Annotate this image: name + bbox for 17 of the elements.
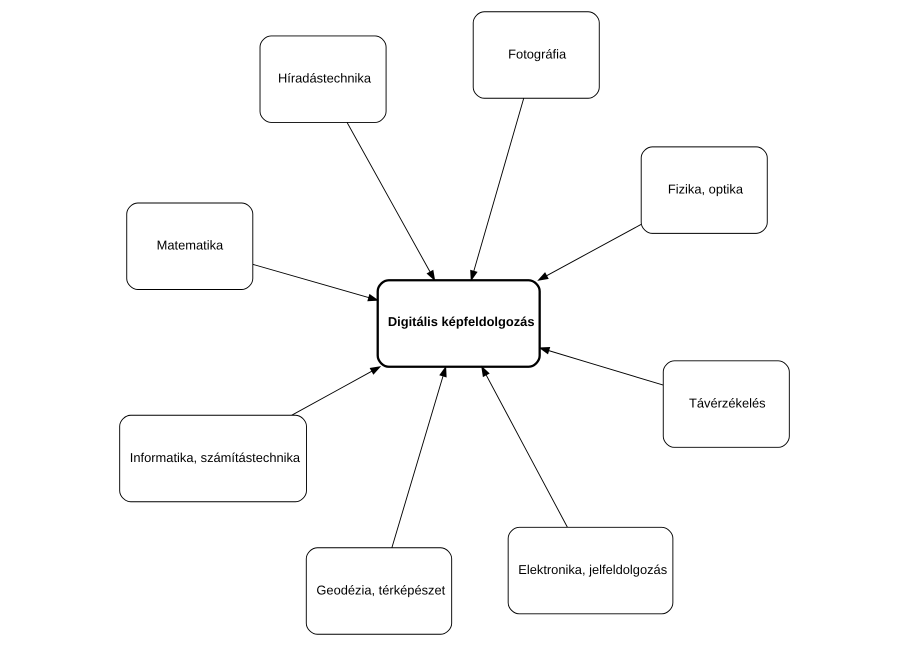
- node-box: Matematika: [126, 202, 254, 290]
- arrow: [291, 366, 382, 416]
- arrow: [391, 366, 447, 548]
- node-box: Fizika, optika: [640, 146, 768, 234]
- node-box: Digitális képfeldolgozás: [376, 279, 541, 368]
- node-box: Informatika, számítástechnika: [119, 414, 307, 502]
- arrow: [538, 347, 664, 386]
- node-box: Híradástechnika: [260, 35, 387, 123]
- node-box: Fotográfia: [472, 11, 600, 99]
- node-box: Távérzékelés: [662, 360, 790, 448]
- arrow: [346, 122, 436, 282]
- arrow: [537, 224, 642, 281]
- node-box: Elektronika, jelfeldolgozás: [508, 526, 674, 614]
- arrow: [470, 98, 524, 282]
- arrow: [252, 264, 379, 302]
- arrow: [481, 366, 568, 528]
- node-box: Geodézia, térképészet: [306, 547, 452, 635]
